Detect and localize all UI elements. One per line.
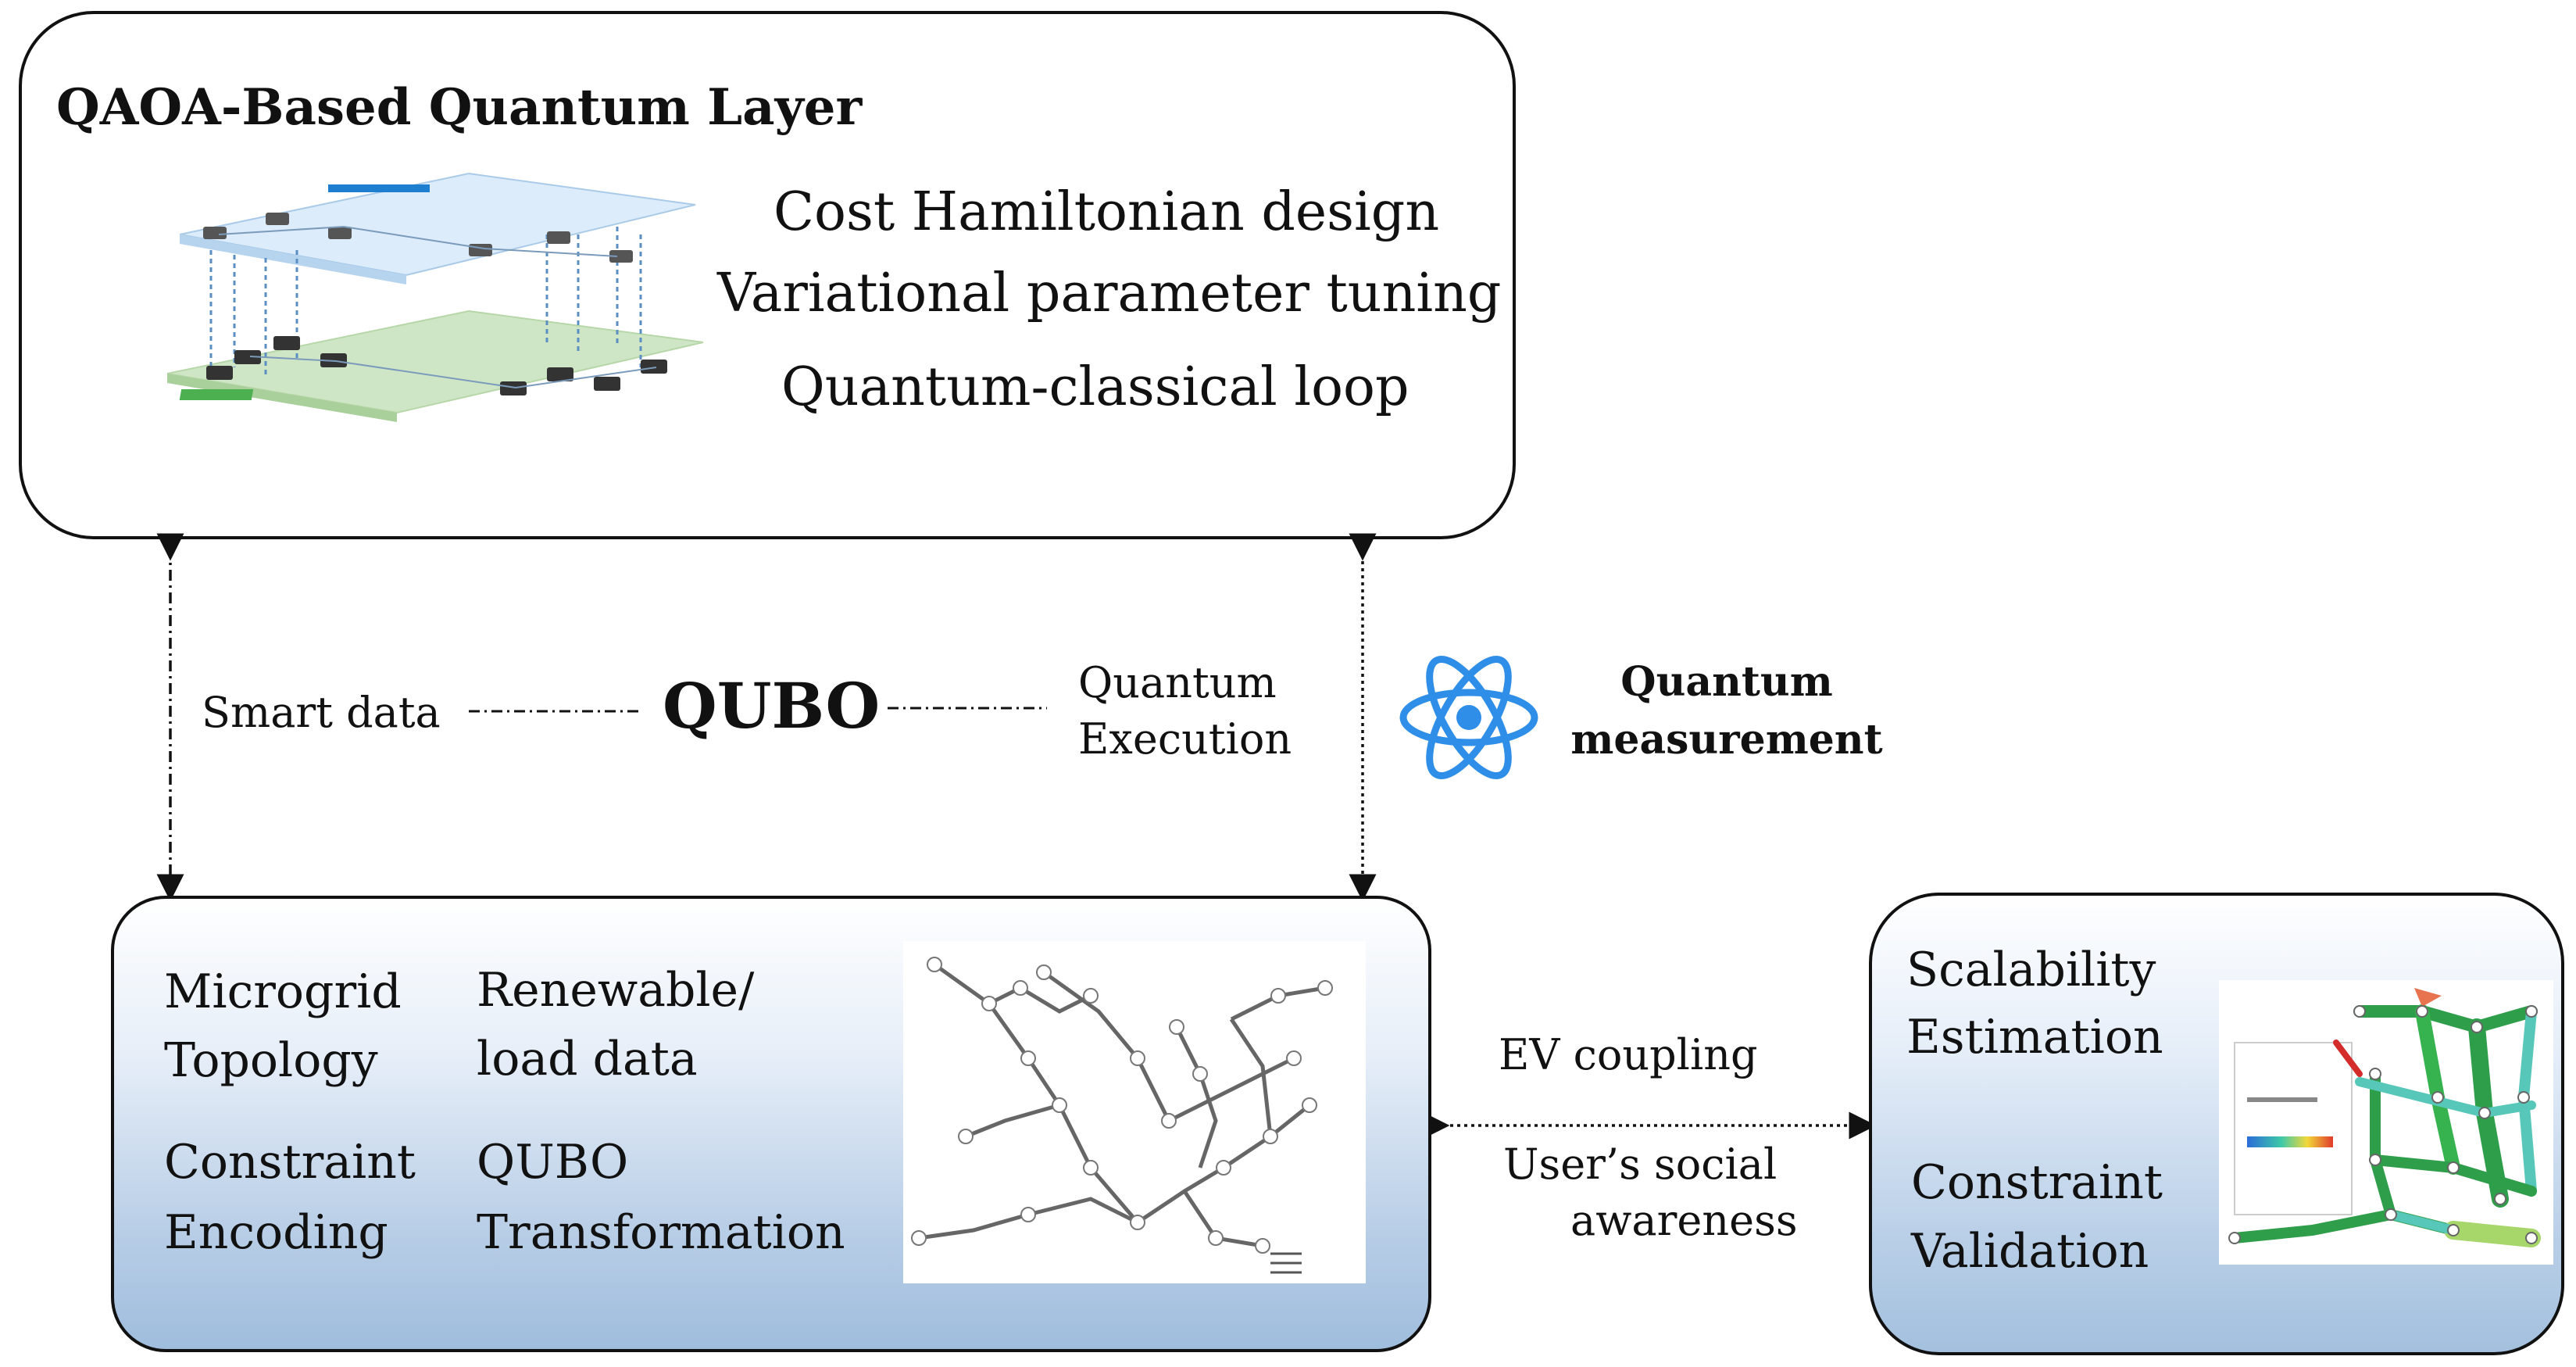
- microgrid-line2: Topology: [164, 1033, 378, 1088]
- scalability-line2: Estimation: [1906, 1010, 2163, 1065]
- renewable-line2: load data: [477, 1032, 698, 1086]
- quantum-execution-line2: Execution: [1078, 714, 1292, 764]
- renewable-line1: Renewable/: [477, 963, 755, 1018]
- microgrid-line1: Microgrid: [164, 964, 402, 1019]
- quantum-layer-title: QAOA-Based Quantum Layer: [56, 78, 863, 137]
- social-awareness-line1: User’s social: [1503, 1140, 1777, 1189]
- qubo-label: QUBO: [663, 669, 881, 743]
- constraint-validation-line2: Validation: [1911, 1224, 2149, 1279]
- constraint-encoding-line1: Constraint: [164, 1135, 416, 1190]
- quantum-measurement-line1: Quantum: [1620, 658, 1833, 706]
- microgrid-network-svg: [911, 957, 1333, 1274]
- constraint-validation-line1: Constraint: [1911, 1155, 2163, 1210]
- scalability-line1: Scalability: [1906, 943, 2156, 997]
- smart-data-label: Smart data: [202, 688, 441, 737]
- item-cost-hamiltonian: Cost Hamiltonian design: [774, 181, 1440, 243]
- microgrid-network-image: [903, 941, 1366, 1283]
- ev-coupling-label: EV coupling: [1499, 1030, 1758, 1079]
- quantum-execution-line1: Quantum: [1078, 658, 1277, 707]
- qubo-transformation-line2: Transformation: [477, 1205, 845, 1260]
- item-variational-tuning: Variational parameter tuning: [717, 263, 1502, 324]
- constraint-encoding-line2: Encoding: [164, 1205, 388, 1260]
- social-awareness-line2: awareness: [1570, 1196, 1798, 1245]
- traffic-flow-svg: [2228, 988, 2541, 1247]
- qubo-transformation-line1: QUBO: [477, 1135, 629, 1190]
- item-quantum-classical-loop: Quantum-classical loop: [781, 356, 1409, 418]
- quantum-measurement-line2: measurement: [1570, 716, 1883, 764]
- traffic-flow-image: [2219, 980, 2553, 1265]
